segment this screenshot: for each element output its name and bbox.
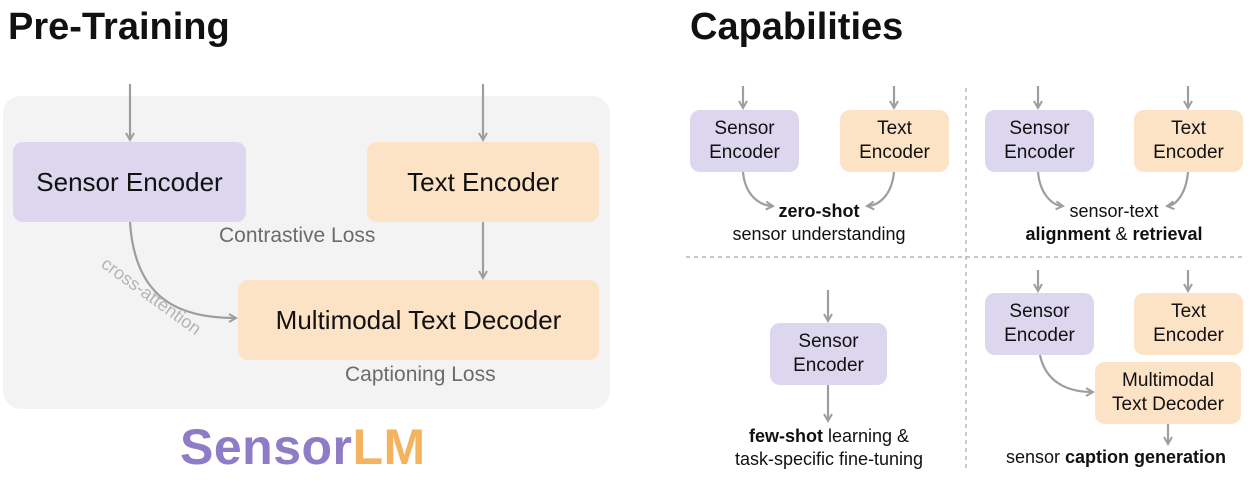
- q1-text-line1: Text: [877, 118, 912, 139]
- q4-text-line2: Encoder: [1153, 325, 1224, 346]
- logo-part-sensor: Sensor: [180, 419, 353, 475]
- q3-sensor-line2: Encoder: [793, 355, 864, 376]
- arrow-q2-sensor-out: [1036, 171, 1062, 206]
- logo-part-lm: LM: [352, 419, 426, 475]
- q3-sensor-line1: Sensor: [798, 331, 859, 352]
- q4-sensor-line1: Sensor: [1009, 301, 1070, 322]
- q1-caption: zero-shot sensor understanding: [700, 200, 938, 246]
- q4-caption-plain: sensor: [1005, 447, 1065, 467]
- q1-sensor-line2: Encoder: [709, 142, 780, 163]
- q4-caption: sensor caption generation: [990, 446, 1242, 469]
- q4-sensor-line2: Encoder: [1004, 325, 1075, 346]
- q2-text-line2: Encoder: [1153, 142, 1224, 163]
- arrow-q2-text-out: [1168, 171, 1190, 206]
- multimodal-decoder-box: Multimodal Text Decoder: [238, 280, 599, 360]
- q2-caption-bold1: alignment: [1025, 224, 1111, 244]
- contrastive-loss-label: Contrastive Loss: [219, 224, 376, 247]
- q2-caption: sensor-text alignment & retrieval: [995, 200, 1233, 246]
- pretraining-title: Pre-Training: [8, 6, 230, 48]
- q2-caption-bold2: retrieval: [1132, 224, 1203, 244]
- q4-text-line1: Text: [1171, 301, 1206, 322]
- q1-caption-bold: zero-shot: [778, 201, 860, 221]
- q1-caption-line2: sensor understanding: [732, 224, 906, 244]
- q3-caption-line2: task-specific fine-tuning: [734, 449, 924, 469]
- capabilities-title: Capabilities: [690, 6, 904, 48]
- sensorlm-logo: SensorLM: [180, 418, 426, 476]
- text-encoder-box: Text Encoder: [367, 142, 599, 222]
- arrow-q4-sensor-to-decoder: [1038, 354, 1092, 392]
- sensor-encoder-box: Sensor Encoder: [13, 142, 246, 222]
- q4-decoder-line2: Text Decoder: [1112, 394, 1224, 415]
- sensor-encoder-label: Sensor Encoder: [36, 166, 223, 197]
- q2-text-line1: Text: [1171, 118, 1206, 139]
- text-encoder-label: Text Encoder: [407, 166, 559, 197]
- q4-decoder-line1: Multimodal: [1122, 370, 1214, 391]
- q1-sensor-line1: Sensor: [714, 118, 775, 139]
- arrow-q1-sensor-out: [741, 171, 772, 206]
- q4-caption-bold: caption generation: [1065, 447, 1227, 467]
- arrow-cross-attention: [128, 221, 235, 318]
- q2-sensor-line2: Encoder: [1004, 142, 1075, 163]
- q1-text-line2: Encoder: [859, 142, 930, 163]
- q2-sensor-line1: Sensor: [1009, 118, 1070, 139]
- q3-caption: few-shot learning & task-specific fine-t…: [700, 425, 958, 471]
- q3-caption-bold: few-shot: [748, 426, 823, 446]
- q3-caption-rest: learning &: [822, 426, 910, 446]
- q2-caption-line1: sensor-text: [1069, 201, 1159, 221]
- multimodal-decoder-label: Multimodal Text Decoder: [275, 304, 562, 335]
- q2-caption-amp: &: [1110, 224, 1133, 244]
- arrow-q1-text-out: [868, 171, 896, 206]
- captioning-loss-label: Captioning Loss: [345, 363, 496, 386]
